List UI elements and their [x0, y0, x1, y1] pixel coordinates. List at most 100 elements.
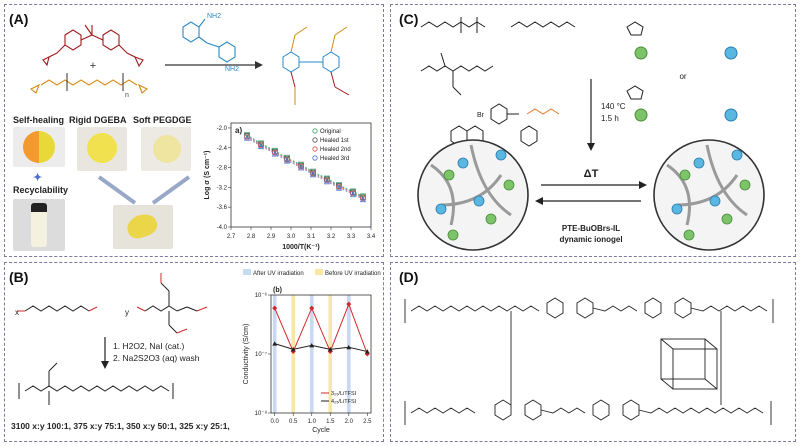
data-point: [335, 184, 343, 191]
series-line: [274, 343, 368, 353]
legend-after-swatch: [243, 269, 251, 275]
data-point: [364, 349, 370, 354]
plus-sign: +: [90, 60, 96, 72]
legend-before-label: Before UV irradiation: [325, 271, 381, 277]
data-point: [243, 134, 251, 141]
data-point: [284, 156, 290, 163]
y-tick-label: -4.0: [217, 225, 228, 231]
legend-after-label: After UV irradiation: [253, 271, 304, 277]
delta-t-label: ΔT: [584, 168, 599, 180]
x-axis-label: 1000/T(K⁻¹): [282, 244, 320, 251]
y-axis-label: Conductivity (S/cm): [243, 324, 250, 385]
data-point: [310, 170, 316, 177]
gel-name-line2: dynamic ionogel: [559, 235, 622, 244]
panel-b-label: (B): [9, 269, 29, 285]
merge-arrows: [97, 175, 191, 205]
gel-right: [653, 139, 765, 251]
x-tick-label: 1.0: [308, 419, 317, 425]
y-tick-label: 10⁻⁸: [255, 410, 268, 417]
self-healing-photo: [13, 127, 65, 167]
legend-label: Original: [320, 129, 341, 135]
legend-label: 3₂₅/LiTFSI: [331, 391, 357, 397]
y-tick-label: -2.0: [217, 126, 228, 132]
y-tick-label: -2.4: [217, 146, 228, 152]
legend-label: 4₂₅/LiTFSI: [331, 399, 357, 405]
x-tick-label: 0.0: [271, 419, 280, 425]
legend-label: Healed 2nd: [320, 147, 351, 153]
data-point: [309, 342, 315, 348]
data-point: [283, 157, 291, 164]
healed-disc-icon: [23, 131, 55, 163]
n-subscript: n: [125, 92, 129, 99]
panel-a-scheme: + n NH2 NH2: [29, 13, 350, 105]
legend-marker: [312, 137, 318, 143]
step-1: 1. H2O2, NaI (cat.): [113, 341, 185, 351]
legend-marker: [312, 146, 318, 152]
y-axis-label: Log σ (S cm⁻¹): [204, 151, 211, 200]
time-condition: 1.5 h: [601, 114, 619, 123]
nh2-top-label: NH2: [207, 13, 221, 20]
temp-condition: 140 °C: [601, 102, 626, 111]
br-label: Br: [477, 112, 485, 119]
data-point: [359, 195, 367, 203]
data-point: [258, 142, 264, 149]
y-multiplier: y: [125, 308, 129, 317]
legend-marker: [312, 155, 318, 161]
caption-recyclability: Recyclability: [13, 185, 69, 195]
yellow-disc-icon: [87, 133, 117, 163]
data-point: [309, 305, 315, 311]
vial-icon: [31, 203, 47, 247]
conductivity-cycle-chart: After UV irradiation Before UV irradiatio…: [243, 269, 381, 434]
panel-b: (B) x y 1. H2O2, NaI (cat.: [4, 262, 384, 442]
gel-name-line1: PTE-BuOBrs-IL: [562, 224, 620, 233]
nh2-bottom-label: NH2: [225, 66, 239, 73]
data-point: [244, 134, 250, 140]
y-tick-label: -3.2: [217, 185, 228, 191]
x-tick-label: 2.9: [267, 234, 276, 240]
after-uv-band: [346, 295, 351, 413]
recyclability-photo: [13, 199, 65, 251]
x-tick-label: 0.5: [289, 419, 298, 425]
diamine-molecule: [182, 18, 236, 63]
data-point: [290, 346, 296, 352]
y-tick-label: 10⁻⁶: [255, 292, 268, 299]
panel-a-label: (A): [9, 11, 29, 27]
data-point: [323, 178, 331, 185]
panel-a: (A) + n: [4, 4, 384, 257]
caption-self-healing: Self-healing: [13, 115, 65, 125]
combined-film-photo: [113, 205, 173, 249]
data-point: [346, 301, 352, 307]
pegdge-molecule: [29, 73, 149, 94]
x-axis-label: Cycle: [312, 427, 330, 434]
product-network: [282, 26, 350, 105]
legend-label: Healed 1st: [320, 138, 349, 144]
series-line: [274, 302, 368, 355]
legend-marker: [312, 128, 318, 134]
panel-d-label: (D): [399, 269, 419, 285]
x-tick-label: 2.0: [345, 419, 354, 425]
data-point: [271, 150, 279, 157]
y-tick-label: -2.8: [217, 166, 228, 172]
panel-c-label: (C): [399, 11, 419, 27]
panel-c: (C) Br or 140 °C 1.5 h: [390, 4, 796, 257]
or-label: or: [679, 72, 686, 81]
panel-b-scheme: x y: [15, 273, 208, 405]
legend-label: Healed 3rd: [320, 156, 349, 162]
x-tick-label: 3.3: [347, 234, 356, 240]
plot-frame: [230, 122, 372, 228]
y-tick-label: -3.6: [217, 205, 228, 211]
data-point: [257, 142, 265, 150]
data-point: [360, 195, 366, 202]
step-2: 2. Na2S2O3 (aq) wash: [113, 353, 200, 363]
panel-d: (D): [390, 262, 796, 442]
data-point: [297, 164, 305, 171]
panel-c-scheme: Br or 140 °C 1.5 h: [417, 17, 765, 251]
data-point: [298, 163, 304, 170]
x-tick-label: 2.7: [227, 234, 236, 240]
series-line: [246, 134, 364, 197]
series-line: [246, 135, 364, 198]
after-uv-band: [272, 295, 277, 413]
x-tick-label: 3.2: [327, 234, 336, 240]
folded-film-icon: [124, 210, 160, 242]
